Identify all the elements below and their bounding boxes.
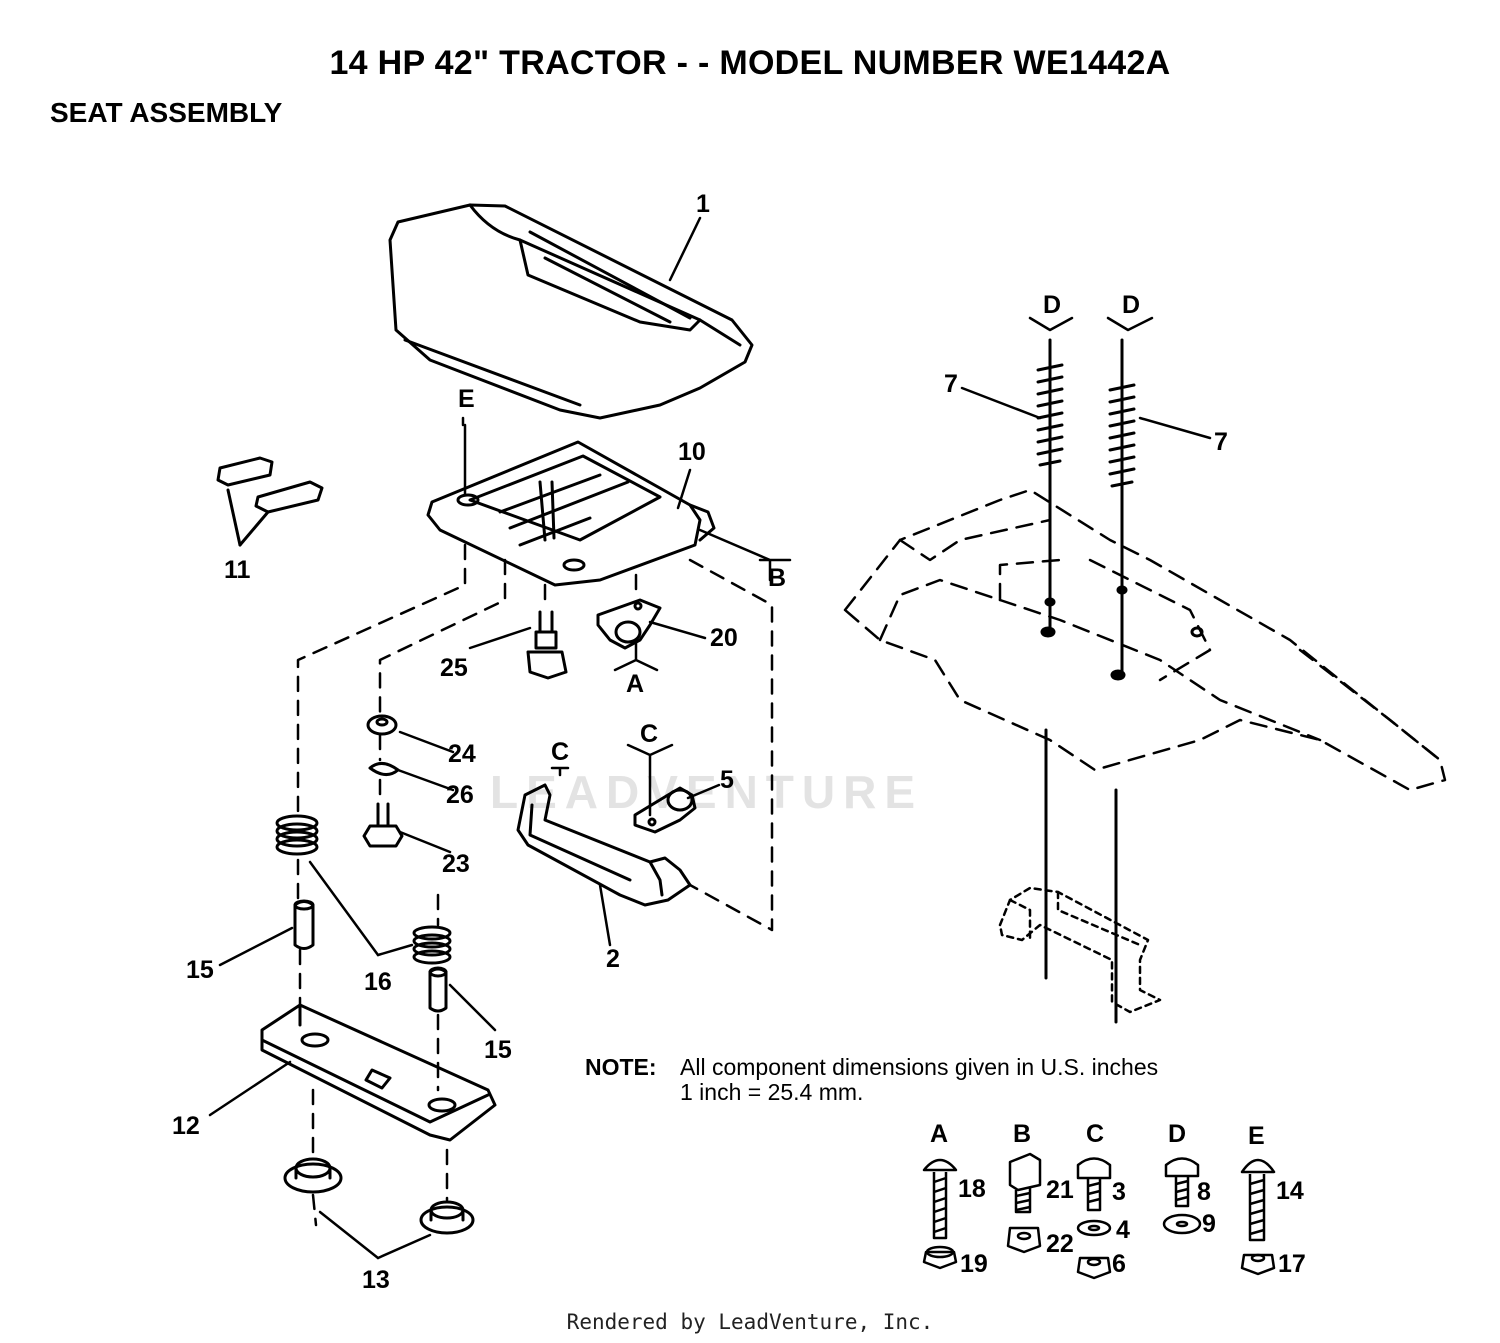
callout-20: 20 (710, 624, 738, 652)
callout-7b: 7 (1214, 428, 1228, 456)
ref-letter-c1: C (551, 738, 569, 766)
callout-15a: 15 (186, 956, 214, 984)
key-part-14: 14 (1276, 1177, 1304, 1205)
key-letter-c: C (1086, 1120, 1104, 1148)
key-letter-e: E (1248, 1122, 1265, 1150)
ref-letter-d1: D (1043, 291, 1061, 319)
note-line-1: All component dimensions given in U.S. i… (680, 1054, 1159, 1080)
seat-bracket-part (516, 783, 692, 907)
bushing-part (283, 1157, 475, 1235)
slide-plate-part (260, 1003, 497, 1142)
note-text: All component dimensions given in U.S. i… (680, 1055, 1158, 1105)
key-letter-b: B (1013, 1120, 1031, 1148)
key-part-8: 8 (1197, 1178, 1211, 1206)
seat-cushion-part (388, 203, 754, 420)
page-title: 14 HP 42" TRACTOR - - MODEL NUMBER WE144… (329, 44, 1171, 82)
shoulder-bolt-part (526, 610, 568, 680)
callout-10: 10 (678, 438, 706, 466)
spring-part (275, 814, 452, 965)
key-part-22: 22 (1046, 1230, 1074, 1258)
fender-outline (843, 488, 1447, 792)
hinge-clip-part (633, 786, 697, 834)
ref-letter-a: A (626, 670, 644, 698)
callout-12: 12 (172, 1112, 200, 1140)
frame-bracket-outline (998, 886, 1162, 1014)
callout-13: 13 (362, 1266, 390, 1294)
note-label: NOTE: (585, 1054, 657, 1080)
ref-letter-c2: C (640, 720, 658, 748)
key-part-9: 9 (1202, 1210, 1216, 1238)
key-part-3: 3 (1112, 1178, 1126, 1206)
seat-pan-part (426, 440, 716, 587)
dimension-note: NOTE: All component dimensions given in U… (585, 1055, 1158, 1105)
key-letter-d: D (1168, 1120, 1186, 1148)
hinge-bracket-part (596, 598, 662, 650)
reference-letters: A B C C D D E (458, 291, 1140, 766)
part-callouts: 1 2 5 7 7 10 11 12 13 15 15 16 20 23 24 … (172, 190, 1228, 1294)
callout-16: 16 (364, 968, 392, 996)
callout-2: 2 (606, 945, 620, 973)
leader-lines (208, 216, 1212, 1260)
callout-24: 24 (448, 740, 476, 768)
seat-pads-part (216, 456, 324, 547)
key-part-18: 18 (958, 1175, 986, 1203)
key-part-4: 4 (1116, 1216, 1130, 1244)
section-title: SEAT ASSEMBLY (50, 97, 283, 128)
dashed-lines (296, 543, 774, 1227)
spacer-part (293, 899, 448, 1013)
key-part-17: 17 (1278, 1250, 1306, 1278)
callout-26: 26 (446, 781, 474, 809)
callout-23: 23 (442, 850, 470, 878)
footer-credit: Rendered by LeadVenture, Inc. (566, 1310, 934, 1334)
callout-11: 11 (224, 556, 251, 584)
fastener-stack-part (362, 714, 404, 848)
callout-15b: 15 (484, 1036, 512, 1064)
callout-7a: 7 (944, 370, 958, 398)
ref-letter-d2: D (1122, 291, 1140, 319)
key-letter-a: A (930, 1120, 948, 1148)
callout-5: 5 (720, 766, 734, 794)
key-part-19: 19 (960, 1250, 988, 1278)
note-line-2: 1 inch = 25.4 mm. (680, 1079, 864, 1105)
rod-spring-part (1036, 338, 1204, 681)
callout-1: 1 (696, 190, 710, 218)
key-part-21: 21 (1046, 1176, 1074, 1204)
ref-letter-b: B (768, 564, 786, 592)
hardware-key: A B C D E 18 19 21 22 3 4 6 8 9 14 17 (922, 1120, 1306, 1280)
callout-25: 25 (440, 654, 468, 682)
ref-letter-e: E (458, 385, 475, 413)
key-part-6: 6 (1112, 1250, 1126, 1278)
